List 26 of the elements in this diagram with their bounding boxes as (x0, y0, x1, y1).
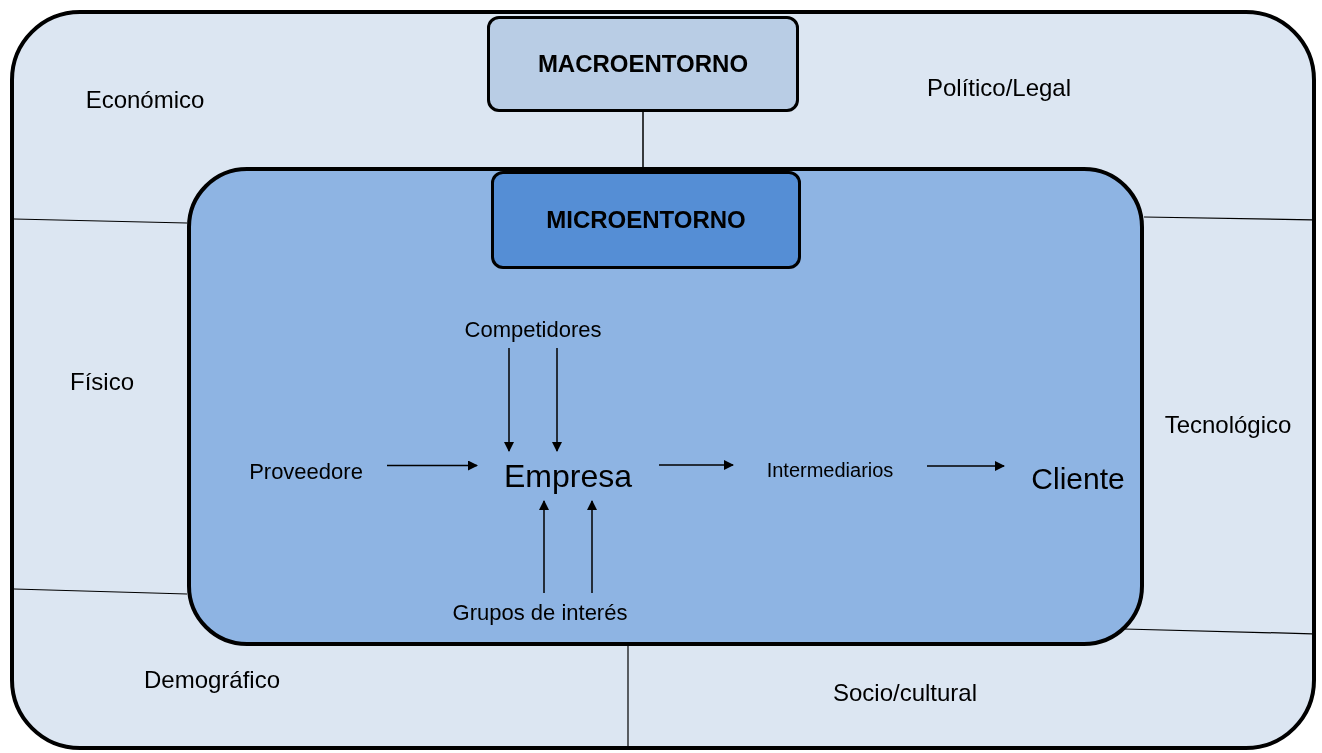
node-label: Proveedore (249, 454, 363, 488)
factor-label: Demográfico (143, 665, 281, 695)
node-label: Competidores (464, 312, 602, 346)
arrow (658, 460, 734, 470)
arrow (539, 500, 549, 594)
outer-rounded-panel (10, 10, 1316, 750)
arrow (552, 347, 562, 452)
node-label: Grupos de interés (452, 595, 628, 629)
arrow (587, 500, 597, 594)
factor-label: Tecnológico (1164, 410, 1292, 440)
factor-label: Económico (85, 85, 205, 115)
connector-line (642, 111, 644, 168)
heading-box (487, 16, 799, 112)
node-label: Empresa (504, 452, 632, 500)
node-label: Intermediarios (766, 455, 894, 485)
arrow (926, 461, 1005, 471)
heading-box (491, 171, 801, 269)
inner-rounded-panel (187, 167, 1144, 646)
factor-label: Socio/cultural (832, 678, 978, 708)
heading-text: MACROENTORNO (537, 49, 749, 79)
arrow (386, 460, 478, 471)
node-label: Cliente (1031, 455, 1125, 501)
arrow (504, 347, 514, 452)
factor-label: Físico (70, 367, 134, 397)
factor-label: Político/Legal (926, 73, 1072, 103)
heading-text: MICROENTORNO (546, 205, 746, 235)
